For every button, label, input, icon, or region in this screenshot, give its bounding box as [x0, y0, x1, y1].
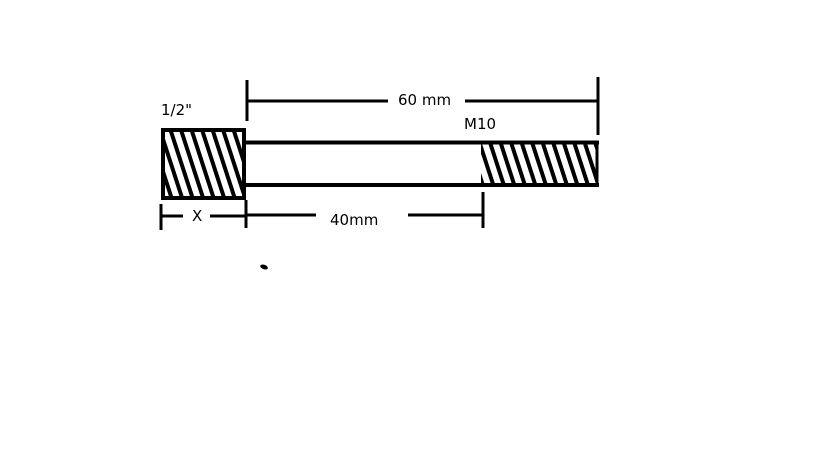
bolt-head [161, 128, 246, 200]
overall-length-dimension [245, 77, 600, 135]
shank-length-dimension [246, 192, 485, 228]
thread-size-label: M10 [464, 115, 497, 133]
head-length-label: X [192, 207, 203, 225]
shank-length-label: 40mm [330, 211, 379, 229]
overall-length-label: 60 mm [398, 91, 452, 109]
stray-mark [260, 264, 268, 270]
threaded-section [481, 143, 596, 184]
head-size-label: 1/2" [161, 101, 193, 119]
head-length-dimension [159, 200, 248, 230]
